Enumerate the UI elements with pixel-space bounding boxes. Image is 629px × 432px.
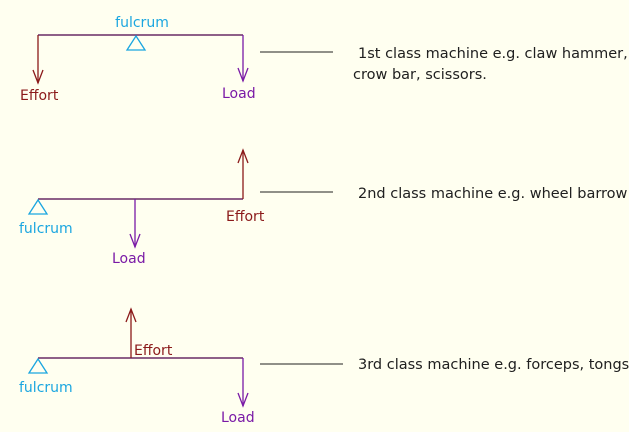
fulcrum-triangle-icon bbox=[27, 198, 49, 215]
description-line-1: 2nd class machine e.g. wheel barrow bbox=[358, 186, 628, 202]
load-label: Load bbox=[221, 410, 255, 426]
fulcrum-label: fulcrum bbox=[19, 380, 73, 396]
lever-3rd-class: fulcrum Effort Load 3rd class machine e.… bbox=[19, 307, 629, 426]
load-label: Load bbox=[222, 86, 256, 102]
effort-arrow bbox=[32, 35, 44, 85]
fulcrum-label: fulcrum bbox=[115, 15, 169, 31]
load-label: Load bbox=[112, 251, 146, 267]
effort-arrow bbox=[125, 307, 137, 358]
fulcrum-triangle-icon bbox=[125, 34, 147, 51]
lever-2nd-class: fulcrum Effort Load 2nd class machine e.… bbox=[19, 148, 628, 267]
fulcrum-label: fulcrum bbox=[19, 221, 73, 237]
load-arrow bbox=[237, 358, 249, 408]
fulcrum-triangle-icon bbox=[27, 357, 49, 374]
load-arrow bbox=[237, 35, 249, 83]
description-line-1: 1st class machine e.g. claw hammer, bbox=[358, 46, 628, 62]
description-line-1: 3rd class machine e.g. forceps, tongs bbox=[358, 357, 629, 373]
effort-label: Effort bbox=[226, 209, 265, 225]
description-line-2: crow bar, scissors. bbox=[353, 67, 487, 83]
effort-label: Effort bbox=[20, 88, 59, 104]
effort-label: Effort bbox=[134, 343, 173, 359]
lever-1st-class: fulcrum Effort Load 1st class machine e.… bbox=[20, 15, 628, 104]
load-arrow bbox=[129, 199, 141, 249]
effort-arrow bbox=[237, 148, 249, 199]
